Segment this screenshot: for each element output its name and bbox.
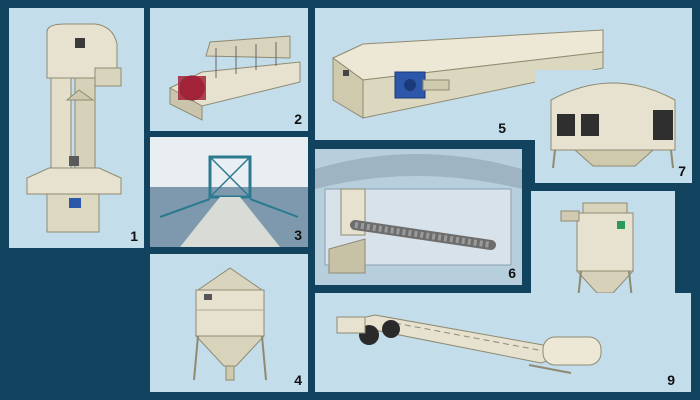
panel-number: 4 [294,372,302,388]
inclined-screw-conveyor-illustration [336,314,602,374]
panel-silo: 4 [150,254,308,392]
panel-number: 6 [508,265,516,281]
gallery-conveyor-photo [150,137,308,247]
chain-conveyor-illustration [332,29,604,119]
panel-belt-conveyor: 2 [150,8,308,131]
screw-conveyor-illustration [315,154,522,274]
cooler-illustration [550,82,676,169]
panel-bucket-elevator: 1 [9,8,144,248]
panel-number: 5 [498,120,506,136]
panel-number: 2 [294,111,302,127]
belt-conveyor-illustration [168,35,301,121]
panel-gallery-conveyor: 3 [150,137,308,247]
panel-inclined-screw-conveyor: 9 [315,293,691,392]
panel-number: 7 [678,163,686,179]
panel-number: 3 [294,227,302,243]
panel-cooler: 7 [535,70,692,183]
panel-number: 1 [130,228,138,244]
panel-screw-conveyor: 6 [315,149,522,285]
dust-collector-illustration [560,202,635,310]
silo-illustration [193,267,267,381]
bucket-elevator-illustration [26,23,122,233]
panel-number: 9 [667,372,675,388]
